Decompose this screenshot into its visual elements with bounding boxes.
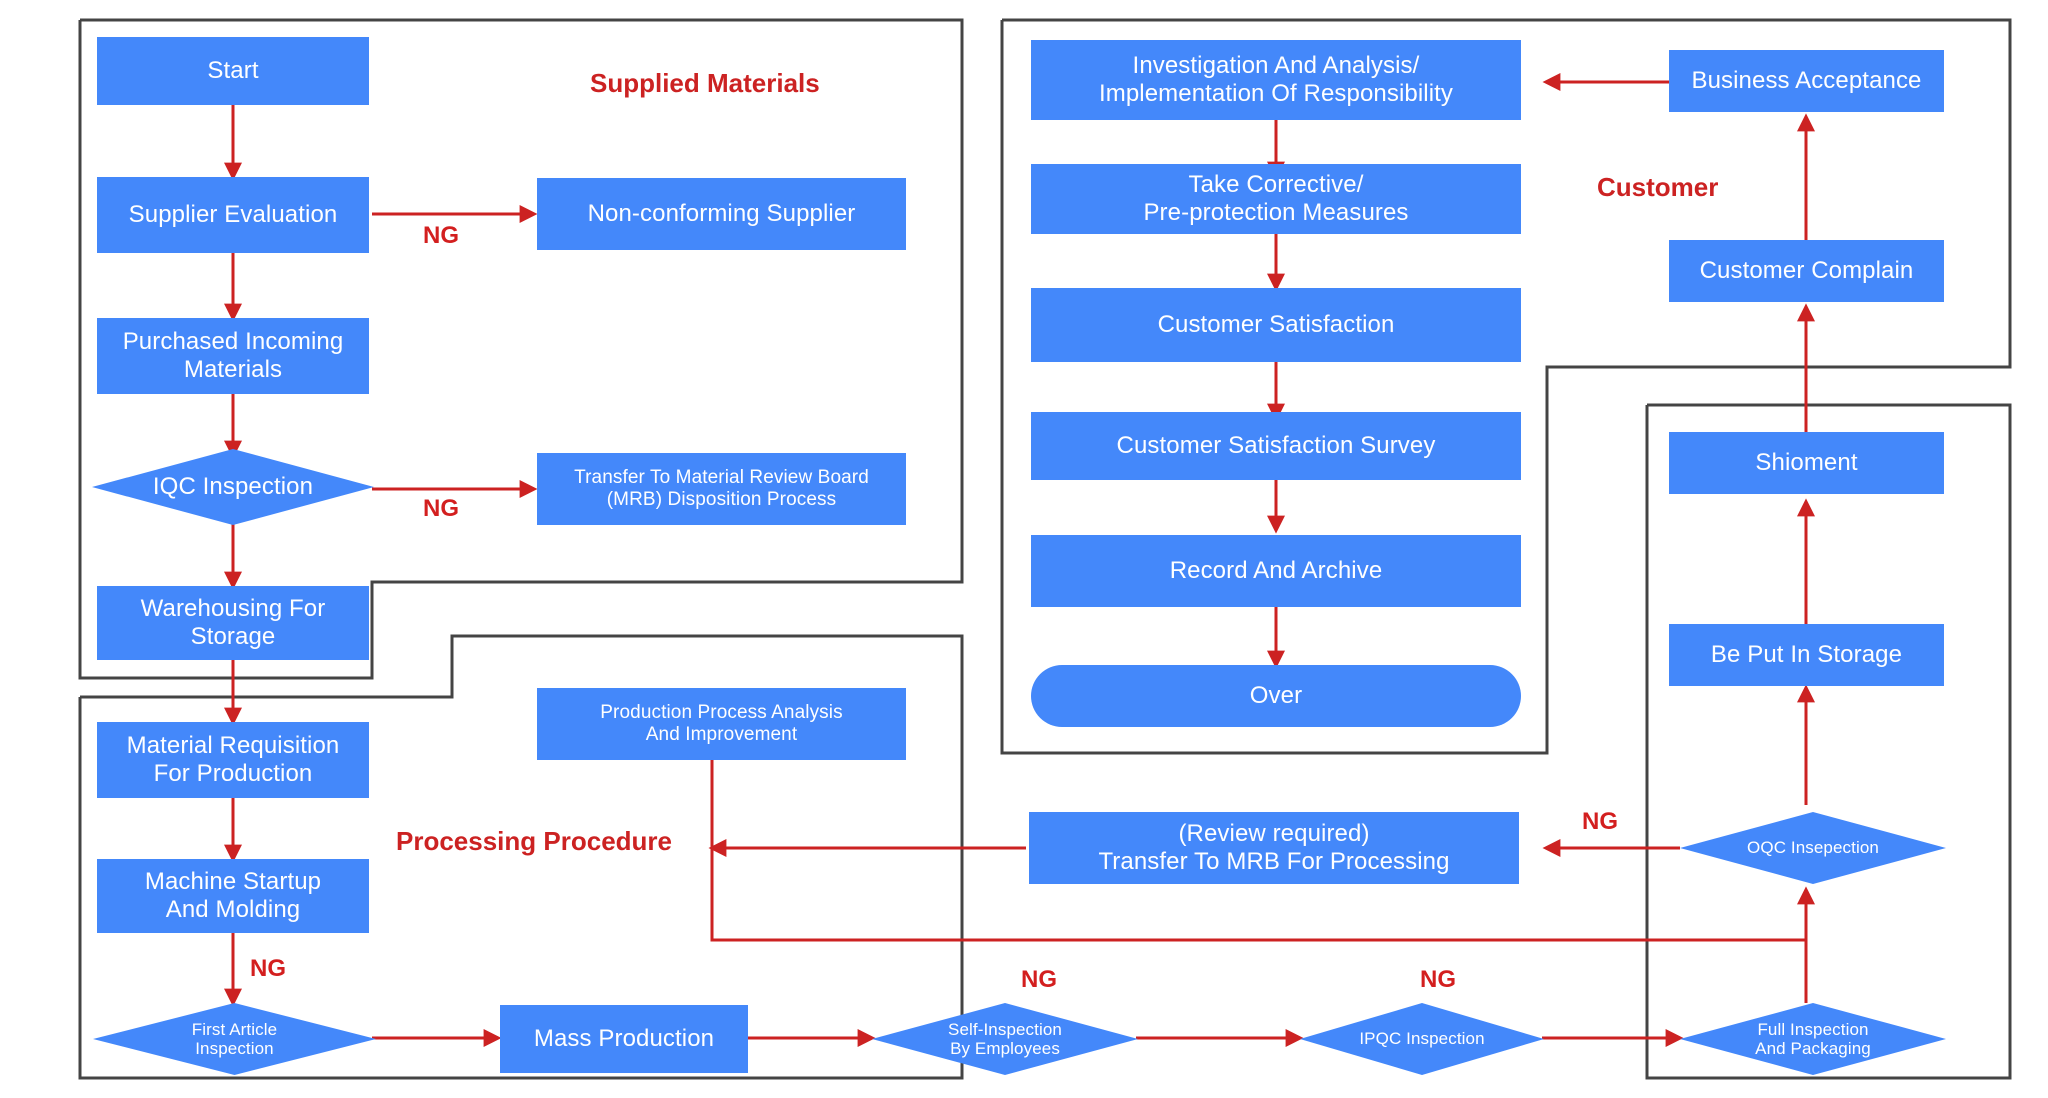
node-start[interactable]: Start bbox=[97, 37, 369, 105]
edge-label-ng-first-article: NG bbox=[250, 955, 286, 982]
node-self-inspection[interactable]: Self-Inspection By Employees bbox=[872, 1003, 1138, 1075]
node-ipqc-inspection-label: IPQC Inspection bbox=[1359, 1029, 1485, 1049]
group-outline-shipment bbox=[1645, 403, 2012, 1080]
node-mass-production[interactable]: Mass Production bbox=[500, 1005, 748, 1073]
node-iqc-inspection-label: IQC Inspection bbox=[152, 472, 314, 500]
node-customer-complain[interactable]: Customer Complain bbox=[1669, 240, 1944, 302]
edge-label-ng-oqc: NG bbox=[1582, 808, 1618, 835]
node-warehousing-for-storage[interactable]: Warehousing For Storage bbox=[97, 586, 369, 660]
node-non-conforming-supplier[interactable]: Non-conforming Supplier bbox=[537, 178, 906, 250]
node-transfer-mrb-disposition[interactable]: Transfer To Material Review Board (MRB) … bbox=[537, 453, 906, 525]
node-supplier-evaluation[interactable]: Supplier Evaluation bbox=[97, 177, 369, 253]
node-take-corrective[interactable]: Take Corrective/ Pre-protection Measures bbox=[1031, 164, 1521, 234]
node-shipment[interactable]: Shioment bbox=[1669, 432, 1944, 494]
edge-label-ng-self-inspection: NG bbox=[1021, 966, 1057, 993]
node-iqc-inspection[interactable]: IQC Inspection bbox=[92, 449, 374, 525]
node-first-article-inspection-label: First Article Inspection bbox=[191, 1019, 278, 1058]
node-oqc-inspection-label: OQC Insepection bbox=[1747, 838, 1879, 858]
node-investigation-analysis[interactable]: Investigation And Analysis/ Implementati… bbox=[1031, 40, 1521, 120]
node-self-inspection-label: Self-Inspection By Employees bbox=[948, 1019, 1062, 1058]
edge-label-ng-supplier: NG bbox=[423, 222, 459, 249]
caption-supplied-materials: Supplied Materials bbox=[590, 68, 820, 98]
node-review-required-mrb[interactable]: (Review required) Transfer To MRB For Pr… bbox=[1029, 812, 1519, 884]
edge-label-ng-ipqc: NG bbox=[1420, 966, 1456, 993]
edge-label-ng-iqc: NG bbox=[423, 495, 459, 522]
node-over[interactable]: Over bbox=[1031, 665, 1521, 727]
caption-processing-procedure: Processing Procedure bbox=[396, 826, 672, 856]
node-customer-satisfaction[interactable]: Customer Satisfaction bbox=[1031, 288, 1521, 362]
node-business-acceptance[interactable]: Business Acceptance bbox=[1669, 50, 1944, 112]
node-machine-startup[interactable]: Machine Startup And Molding bbox=[97, 859, 369, 933]
node-full-inspection-packaging[interactable]: Full Inspection And Packaging bbox=[1680, 1003, 1946, 1075]
node-first-article-inspection[interactable]: First Article Inspection bbox=[93, 1003, 376, 1075]
node-oqc-inspection[interactable]: OQC Insepection bbox=[1680, 812, 1946, 884]
node-record-and-archive[interactable]: Record And Archive bbox=[1031, 535, 1521, 607]
node-production-process-analysis[interactable]: Production Process Analysis And Improvem… bbox=[537, 688, 906, 760]
node-purchased-incoming-materials[interactable]: Purchased Incoming Materials bbox=[97, 318, 369, 394]
node-customer-satisfaction-survey[interactable]: Customer Satisfaction Survey bbox=[1031, 412, 1521, 480]
caption-customer: Customer bbox=[1597, 172, 1719, 202]
node-full-inspection-packaging-label: Full Inspection And Packaging bbox=[1755, 1019, 1871, 1058]
node-ipqc-inspection[interactable]: IPQC Inspection bbox=[1300, 1003, 1544, 1075]
node-be-put-in-storage[interactable]: Be Put In Storage bbox=[1669, 624, 1944, 686]
node-material-requisition[interactable]: Material Requisition For Production bbox=[97, 722, 369, 798]
